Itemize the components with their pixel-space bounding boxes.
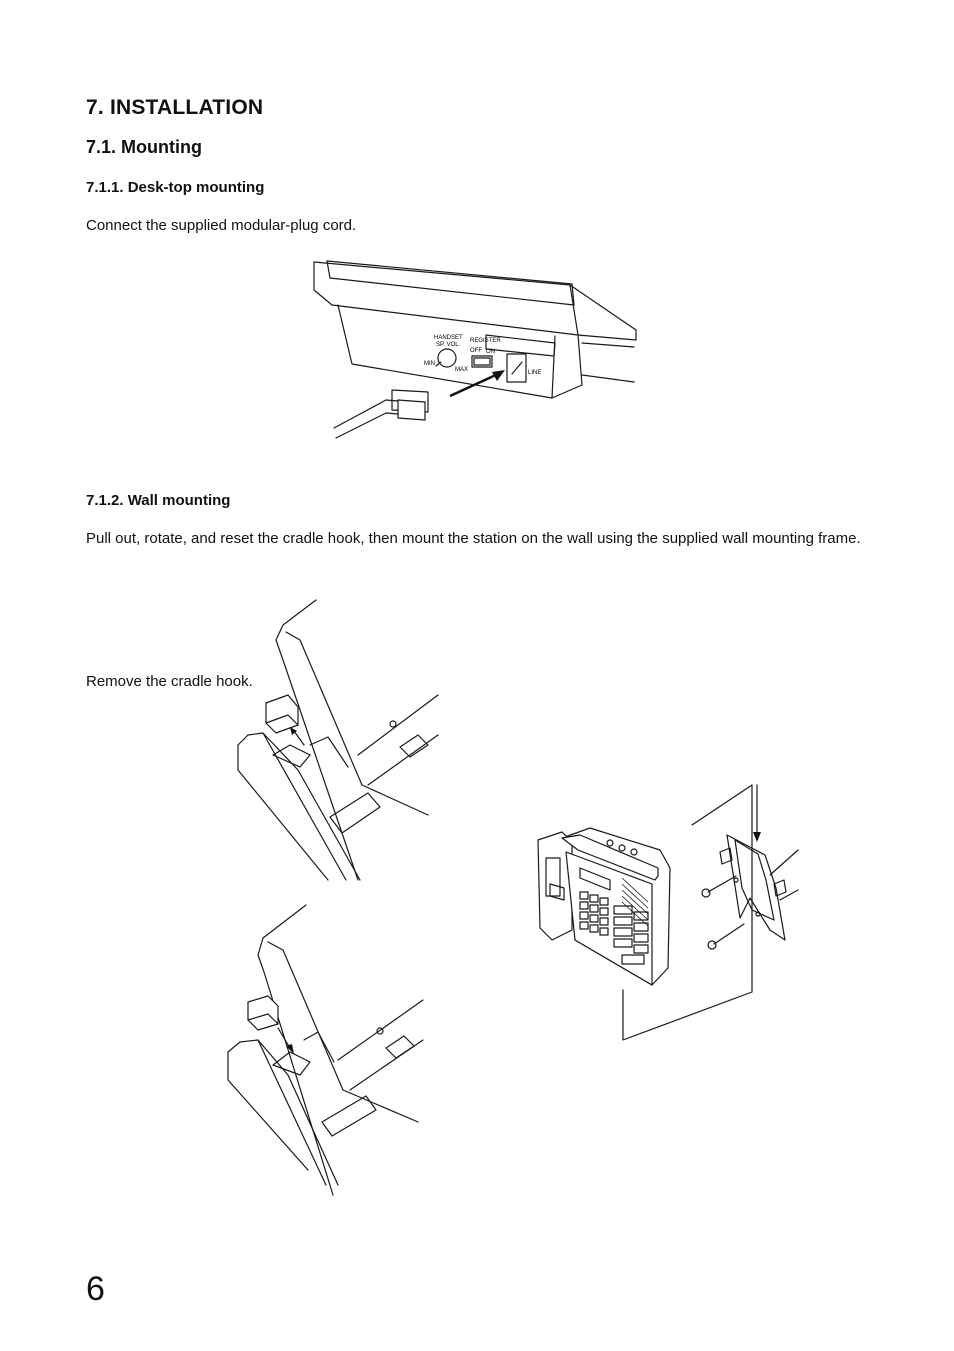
svg-text:REGISTER: REGISTER xyxy=(470,338,501,344)
svg-text:HANDSET: HANDSET xyxy=(434,335,463,341)
cradle-hook-reset-illustration xyxy=(227,904,424,1196)
wall-heading: 7.1.2. Wall mounting xyxy=(86,492,231,509)
wall-instruction: Pull out, rotate, and reset the cradle h… xyxy=(86,530,861,547)
wall-mount-station-illustration xyxy=(537,784,799,1041)
svg-text:OFF: OFF xyxy=(470,348,482,354)
cradle-hook-removal-illustration xyxy=(237,599,439,881)
cradle-hook-caption: Remove the cradle hook. xyxy=(86,672,255,691)
subsection-title: 7.1. Mounting xyxy=(86,137,202,157)
svg-text:LINE: LINE xyxy=(528,370,541,376)
desktop-mounting-illustration: HANDSET SP. VOL. REGISTER OFF ON MIN MAX… xyxy=(313,260,637,439)
svg-text:ON: ON xyxy=(486,349,495,355)
svg-text:MIN: MIN xyxy=(424,361,435,367)
svg-text:MAX: MAX xyxy=(455,367,468,373)
desktop-heading: 7.1.1. Desk-top mounting xyxy=(86,179,265,196)
desktop-instruction: Connect the supplied modular-plug cord. xyxy=(86,217,357,234)
svg-text:SP. VOL.: SP. VOL. xyxy=(436,342,461,348)
page-number: 6 xyxy=(86,1270,105,1308)
section-title: 7. INSTALLATION xyxy=(86,96,264,119)
